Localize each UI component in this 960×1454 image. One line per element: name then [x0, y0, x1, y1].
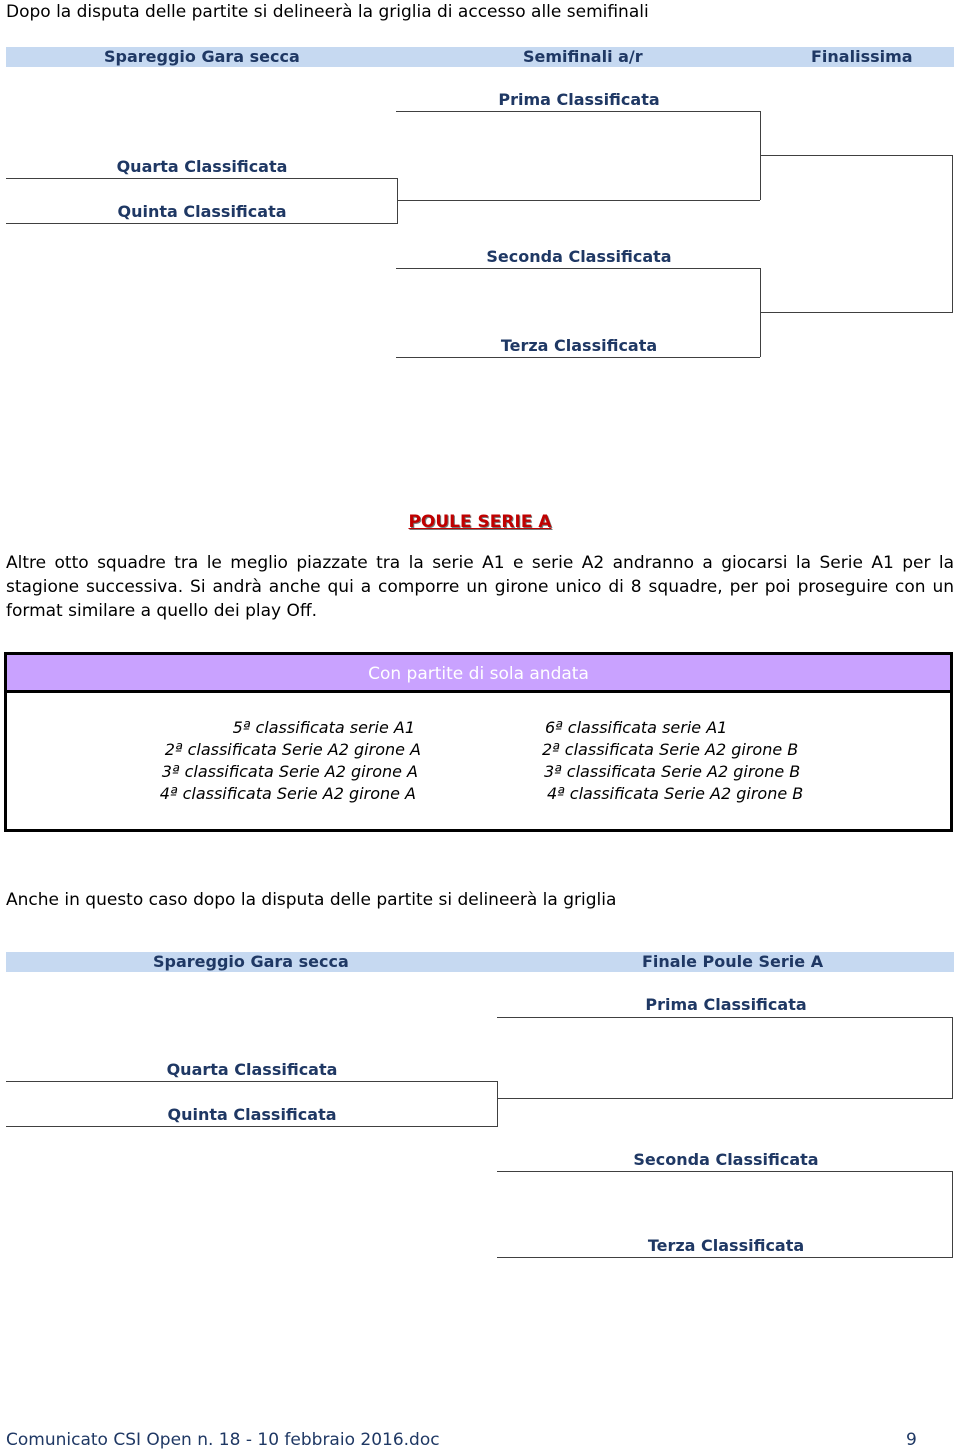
group-left-3: 3ª classificata Serie A2 girone A: [161, 762, 418, 781]
bracket-2-quarta: Quarta Classificata: [166, 1060, 338, 1079]
bracket-1-line-terza: [396, 357, 760, 358]
bracket-1-line-finalist-2: [761, 312, 953, 313]
bracket-2-prima: Prima Classificata: [645, 995, 807, 1014]
group-right-1: 6ª classificata serie A1: [545, 718, 728, 737]
bracket-2-seconda: Seconda Classificata: [633, 1150, 819, 1169]
footer-page-number: 9: [906, 1430, 917, 1450]
bracket-1-line-winner-spareggio: [398, 200, 760, 201]
bracket-1-connector-semi-1: [760, 111, 761, 200]
bracket-2-line-terza: [497, 1257, 953, 1258]
bracket-2-header-bar: Spareggio Gara secca Finale Poule Serie …: [6, 952, 954, 972]
bracket-2-quinta: Quinta Classificata: [167, 1105, 337, 1124]
bracket-1-terza: Terza Classificata: [500, 336, 658, 355]
groups-box-header: Con partite di sola andata: [7, 655, 950, 693]
bracket-2-terza: Terza Classificata: [647, 1236, 805, 1255]
bracket-2-header-spareggio: Spareggio Gara secca: [153, 952, 349, 971]
bracket-1-header-semifinali: Semifinali a/r: [523, 47, 643, 66]
bracket-1-quinta: Quinta Classificata: [117, 202, 287, 221]
bracket-2-connector-spareggio: [497, 1081, 498, 1126]
bracket-1-connector-semi-2: [760, 268, 761, 357]
bracket-1-quarta: Quarta Classificata: [116, 157, 288, 176]
bracket-1-connector-spareggio: [397, 178, 398, 223]
footer-doc-name: Comunicato CSI Open n. 18 - 10 febbraio …: [6, 1430, 440, 1450]
bracket-2-connector-seconda-terza: [952, 1171, 953, 1257]
bracket-1-line-prima: [396, 111, 760, 112]
bracket-1-header-bar: Spareggio Gara secca Semifinali a/r Fina…: [6, 47, 954, 67]
bracket-2-line-winner-spareggio: [498, 1098, 953, 1099]
bracket-2-line-prima: [497, 1017, 953, 1018]
group-left-4: 4ª classificata Serie A2 girone A: [159, 784, 416, 803]
bracket-2-line-seconda: [497, 1171, 953, 1172]
groups-box: Con partite di sola andata 5ª classifica…: [4, 652, 953, 832]
group-left-2: 2ª classificata Serie A2 girone A: [164, 740, 421, 759]
bracket-1-line-quarta: [6, 178, 398, 179]
bracket-2-line-quarta: [6, 1081, 498, 1082]
bracket-1-prima: Prima Classificata: [498, 90, 660, 109]
bracket-2-line-quinta: [6, 1126, 498, 1127]
bracket-1-line-seconda: [396, 268, 760, 269]
group-right-4: 4ª classificata Serie A2 girone B: [547, 784, 804, 803]
bracket-1-header-spareggio: Spareggio Gara secca: [104, 47, 300, 66]
bracket-1-line-finalist-1: [761, 155, 953, 156]
group-right-2: 2ª classificata Serie A2 girone B: [542, 740, 799, 759]
bracket-1-line-quinta: [6, 223, 398, 224]
bracket-1-header-finalissima: Finalissima: [811, 47, 913, 66]
second-intro-text: Anche in questo caso dopo la disputa del…: [6, 890, 617, 910]
bracket-1-connector-final: [952, 155, 953, 312]
group-left-1: 5ª classificata serie A1: [232, 718, 415, 737]
bracket-2-connector-prima: [952, 1017, 953, 1098]
bracket-1-seconda: Seconda Classificata: [486, 247, 672, 266]
poule-title: POULE SERIE A: [408, 512, 552, 532]
group-right-3: 3ª classificata Serie A2 girone B: [544, 762, 801, 781]
intro-text: Dopo la disputa delle partite si delinee…: [6, 2, 649, 22]
bracket-2-header-finale: Finale Poule Serie A: [642, 952, 824, 971]
poule-paragraph: Altre otto squadre tra le meglio piazzat…: [6, 553, 954, 621]
